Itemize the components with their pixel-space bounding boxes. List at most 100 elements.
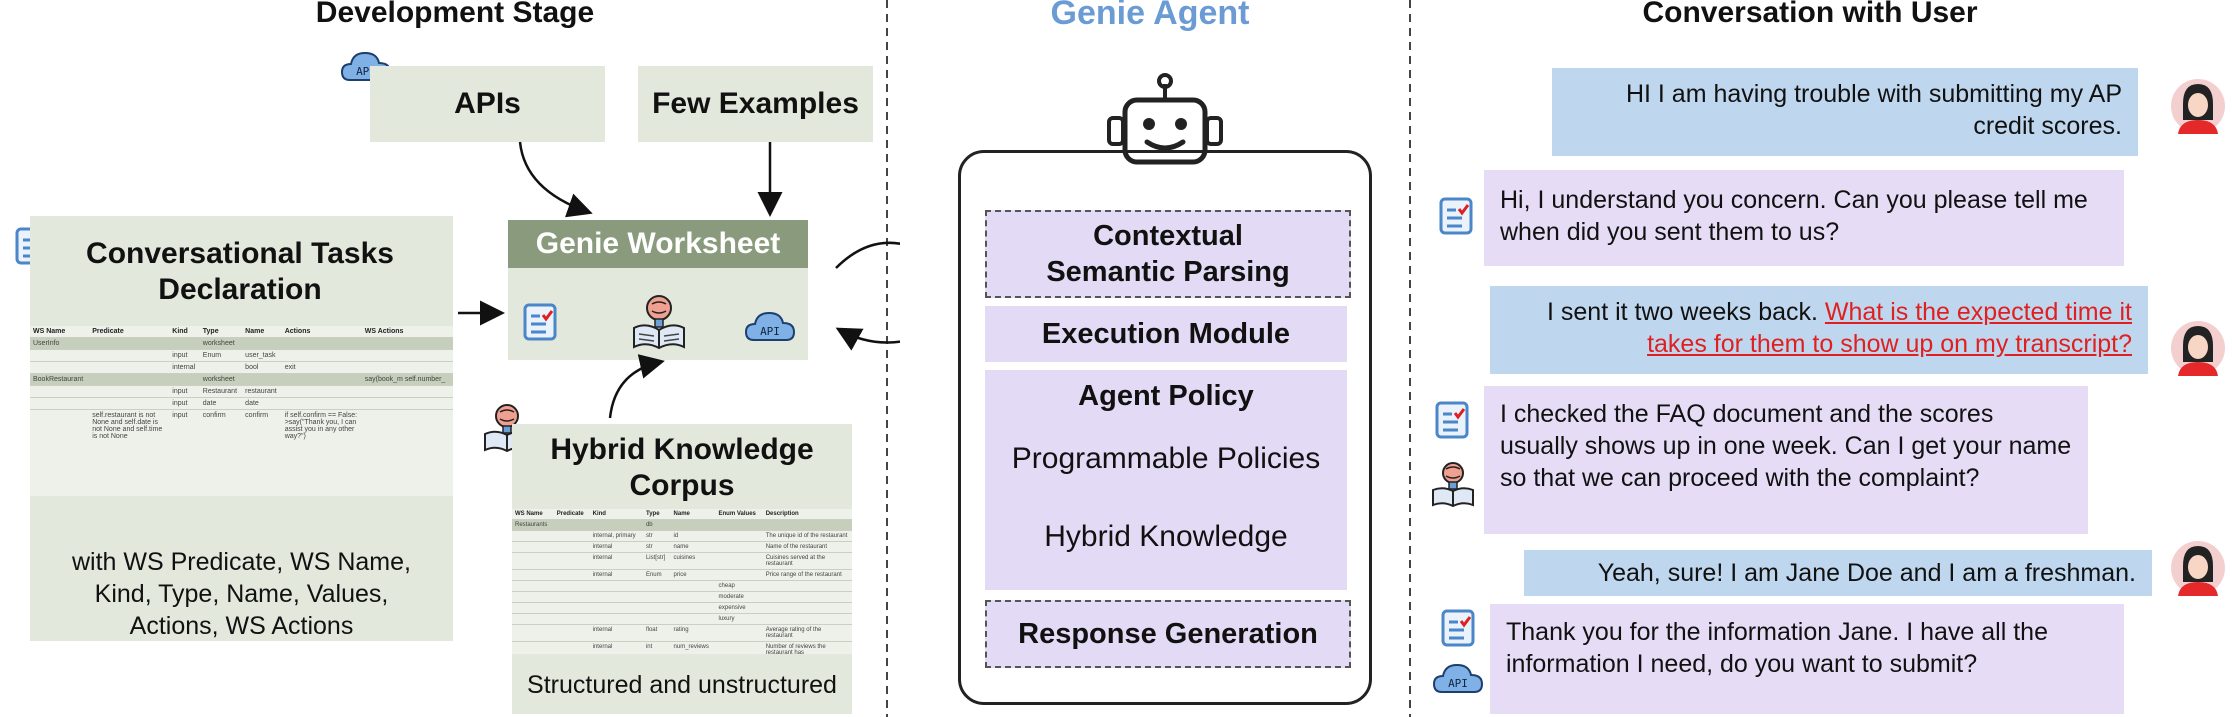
agent-message-1: Hi, I understand you concern. Can you pl… [1484, 170, 2124, 266]
table-cell: luxury [715, 613, 763, 625]
table-cell: internal, primary [589, 530, 643, 542]
table-cell: internal [589, 552, 643, 570]
table-cell: Name of the restaurant [762, 541, 852, 553]
table-row: self.restaurant is not None and self.dat… [30, 409, 453, 442]
agent-policy-module: Agent Policy Programmable Policies Hybri… [985, 370, 1347, 590]
table-cell [512, 641, 554, 654]
table-cell [361, 337, 453, 350]
table-cell [762, 602, 852, 614]
table-cell [89, 337, 170, 350]
agent-policy-label: Agent Policy [1078, 380, 1254, 412]
table-cell: str [642, 530, 671, 542]
table-cell: date [242, 397, 282, 410]
conversation-title: Conversation with User [1642, 0, 1978, 29]
table-cell [553, 624, 590, 642]
table-cell [589, 602, 643, 614]
table-cell: say(book_m self.number_ [361, 373, 453, 386]
table-cell [642, 580, 671, 592]
agent-message-3: Thank you for the information Jane. I ha… [1490, 604, 2124, 714]
execution-module: Execution Module [985, 306, 1347, 362]
table-header-cell: Kind [592, 511, 606, 517]
table-cell [512, 569, 554, 581]
table-header-cell: Name [673, 511, 690, 517]
table-cell [242, 337, 282, 350]
table-cell: confirm [242, 409, 282, 442]
response-generation-module: Response Generation [985, 600, 1351, 668]
table-cell [553, 541, 590, 553]
table-cell: worksheet [199, 373, 243, 386]
table-cell: Restaurants [512, 519, 554, 531]
table-row: moderate [512, 591, 852, 603]
hybrid-knowledge-title: Hybrid Knowledge Corpus [550, 433, 814, 502]
table-header-cell: Kind [172, 328, 188, 335]
table-cell [281, 349, 362, 362]
table-cell [30, 385, 90, 398]
table-cell: UserInfo [30, 337, 90, 350]
dev-arrows [458, 141, 900, 419]
table-cell: db [642, 519, 671, 531]
table-cell [361, 361, 453, 374]
table-cell [512, 541, 554, 553]
table-cell [553, 580, 590, 592]
user-message-2-highlight: What is the expected time it takes for t… [1647, 298, 2132, 358]
table-cell [512, 624, 554, 642]
table-cell [715, 530, 763, 542]
table-header-cell: WS Name [515, 511, 543, 517]
apis-label: APIs [454, 87, 521, 120]
clipboard-icon [1441, 609, 1475, 647]
table-cell: id [670, 530, 716, 542]
table-cell [89, 361, 170, 374]
table-cell: float [642, 624, 671, 642]
agent-message-2: I checked the FAQ document and the score… [1484, 386, 2088, 534]
table-cell [361, 349, 453, 362]
genie-agent-frame [958, 150, 1372, 705]
cloud-api-icon: API [744, 311, 796, 341]
table-cell: Number of reviews the restaurant has [762, 641, 852, 654]
table-header-cell: Type [645, 511, 660, 517]
table-cell [281, 397, 362, 410]
table-cell: List[str] [642, 552, 671, 570]
table-cell [512, 591, 554, 603]
table-cell [30, 409, 90, 442]
table-cell [281, 337, 362, 350]
table-row: expensive [512, 602, 852, 614]
contextual-semantic-parsing-module: Contextual Semantic Parsing [985, 210, 1351, 298]
clipboard-icon [1435, 401, 1469, 439]
table-cell: self.restaurant is not None and self.dat… [89, 409, 170, 442]
robot-icon [1107, 73, 1223, 165]
table-cell [199, 361, 243, 374]
contextual-label: Contextual Semantic Parsing [1046, 220, 1290, 288]
table-cell: input [169, 385, 200, 398]
brain-book-icon [633, 295, 685, 350]
knowledge-caption: Structured and unstructured [527, 671, 837, 699]
response-label: Response Generation [1018, 617, 1318, 650]
table-cell [715, 641, 763, 654]
conversational-tasks-box: Conversational Tasks Declaration WS Name… [30, 216, 453, 641]
user-avatar-icon [2171, 321, 2225, 376]
table-cell: The unique id of the restaurant [762, 530, 852, 542]
table-cell: restaurant [242, 385, 282, 398]
table-cell: internal [589, 569, 643, 581]
table-header-cell: Name [245, 328, 265, 335]
brain-book-icon [1432, 462, 1474, 508]
user-avatar-icon [2171, 79, 2225, 134]
table-cell: input [169, 349, 200, 362]
table-cell: Enum [199, 349, 243, 362]
cloud-api-icon: API [1432, 663, 1484, 693]
table-cell [762, 519, 852, 531]
table-cell: price [670, 569, 716, 581]
few-examples-label: Few Examples [652, 87, 859, 120]
table-cell: internal [169, 361, 200, 374]
table-cell [670, 591, 716, 603]
genie-agent-title: Genie Agent [1050, 0, 1250, 32]
